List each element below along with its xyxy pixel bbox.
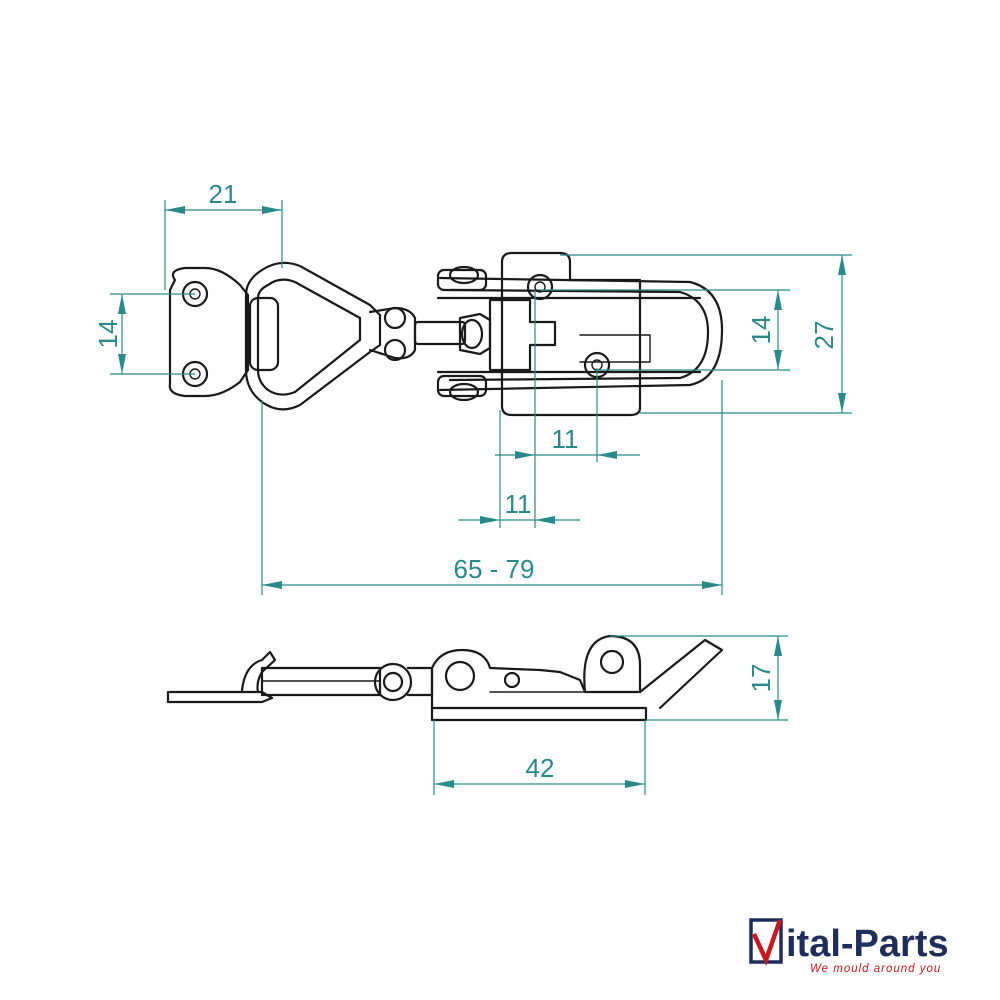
latch-hole-upper-inner [534, 281, 546, 293]
dim-offset-lower: 11 [505, 489, 532, 519]
side-base-plate [430, 706, 648, 722]
side-dimensions: 17 42 [433, 635, 788, 795]
dim-length-range: 65 - 79 [454, 554, 535, 584]
lever-side-bottom [436, 374, 488, 398]
side-hook-bend [240, 650, 277, 694]
side-lever-pin [503, 671, 521, 689]
hook-mounting-plate [168, 266, 250, 398]
side-hook-plate [166, 690, 274, 704]
lever-pivot-bottom [448, 382, 480, 402]
lever-side-top [436, 268, 488, 292]
side-eyelet-hole [599, 649, 625, 675]
side-lever-pivot [444, 660, 476, 692]
dim-right-hole-spacing: 14 [746, 316, 776, 345]
link-rod [368, 306, 417, 360]
link-pin-top [383, 306, 407, 330]
top-dimensions: 21 14 14 27 11 11 [93, 179, 852, 595]
hook-loop-bar [248, 296, 280, 372]
hook-loop-inner [256, 278, 362, 396]
link-pin-bottom [383, 338, 407, 362]
side-eyelet [583, 634, 642, 694]
top-view [168, 251, 724, 417]
lever-outer [438, 276, 724, 392]
side-view [166, 634, 724, 722]
side-link-pin-outer [373, 662, 413, 702]
vital-parts-logo: ital-Parts We mould around you [749, 918, 949, 975]
lever-inner [448, 288, 710, 382]
logo-tagline: We mould around you [810, 963, 941, 975]
hook-loop-outer [244, 261, 382, 411]
dim-left-hole-spacing: 14 [93, 320, 123, 349]
side-lever-body [430, 638, 724, 710]
threaded-rod [413, 320, 467, 346]
side-link-pin-inner [382, 671, 404, 693]
dim-top-width: 21 [209, 179, 238, 209]
logo-brand-text: ital-Parts [786, 923, 949, 965]
latch-cam-block [488, 298, 557, 372]
latch-base-plate [500, 251, 642, 417]
latch-slot [579, 334, 651, 363]
dim-base-length: 42 [526, 753, 555, 783]
dim-total-height: 27 [809, 321, 839, 350]
logo-check-mark [751, 919, 783, 966]
lever-pivot-top [448, 265, 480, 285]
dim-side-height: 17 [746, 664, 776, 693]
adjust-nut-face [460, 318, 484, 350]
dim-offset-upper: 11 [552, 424, 579, 454]
